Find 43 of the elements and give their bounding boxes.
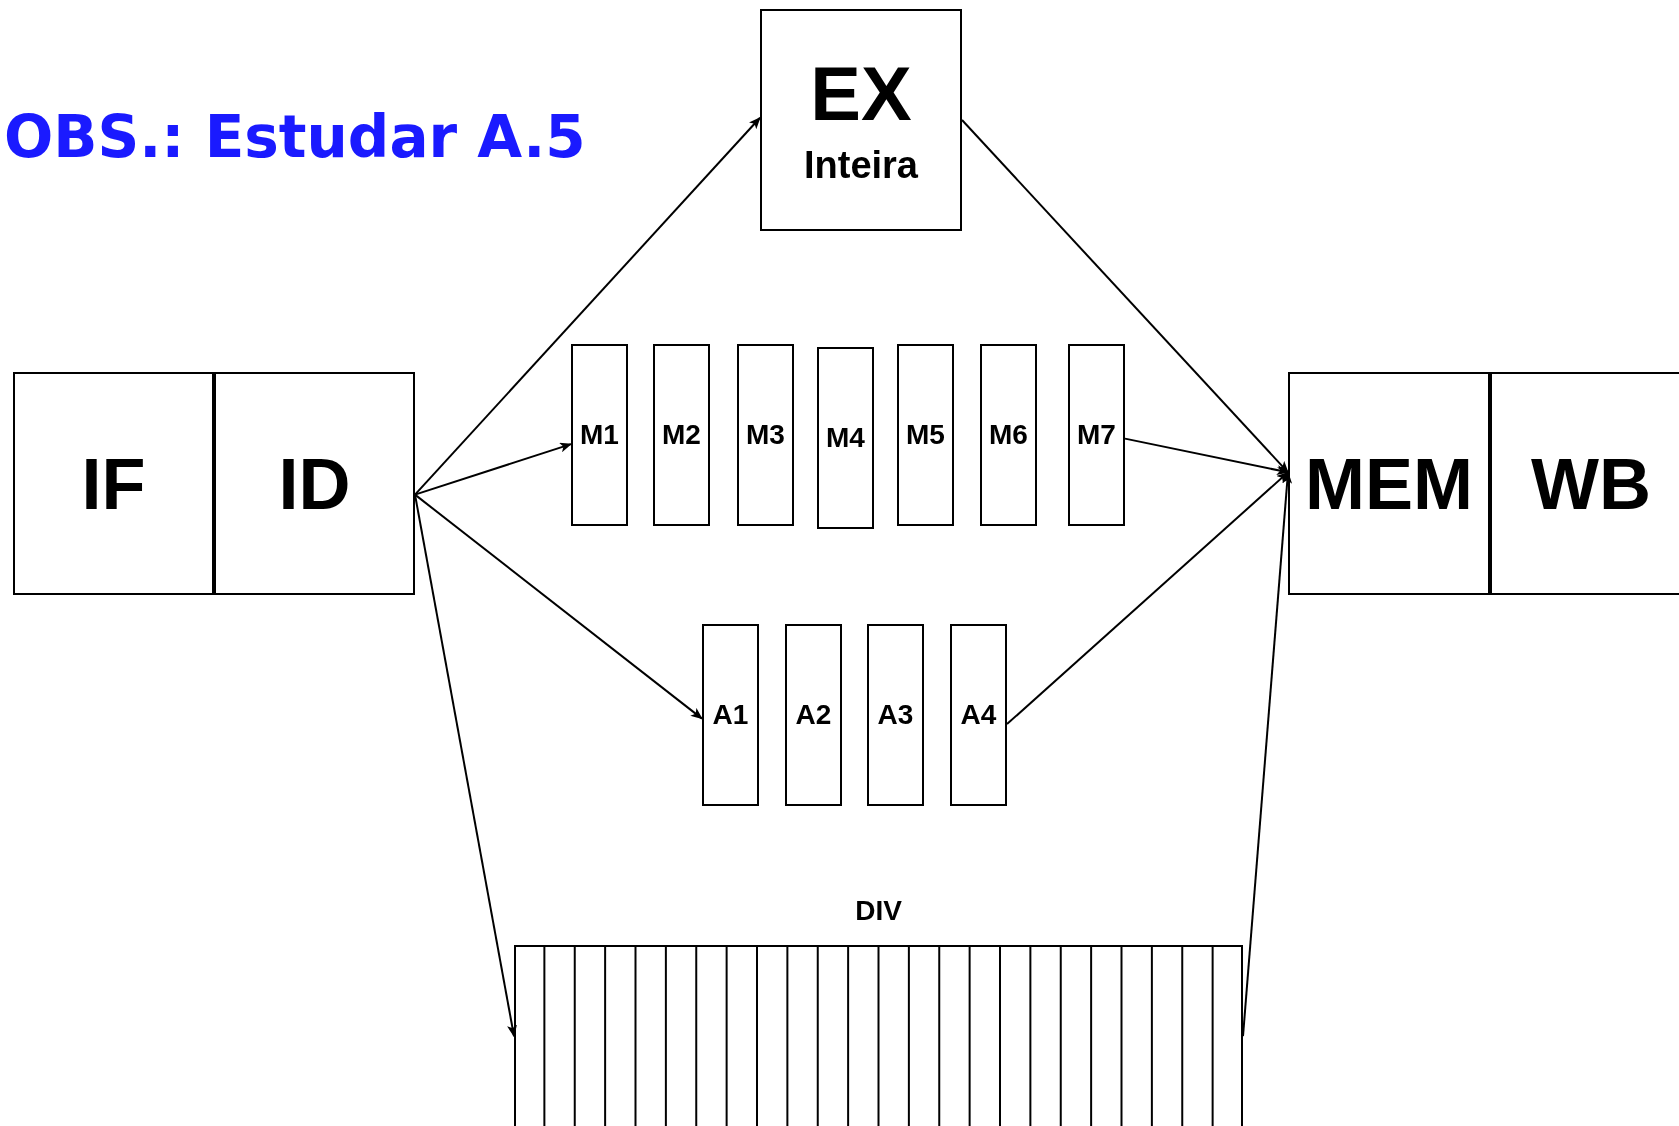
- stage-box: [1490, 372, 1679, 595]
- stage-box: [702, 624, 759, 806]
- unit-label: DIV: [854, 897, 903, 925]
- stage-label: IF: [81, 447, 146, 520]
- stage-sublabel: Inteira: [803, 146, 918, 184]
- stage-box: [1068, 344, 1125, 526]
- stage-box: [980, 344, 1037, 526]
- stage-box: [817, 347, 874, 529]
- stage-label: A4: [960, 701, 997, 729]
- stage-box: [571, 344, 628, 526]
- stage-label: M7: [1077, 421, 1116, 449]
- stage-label: M3: [746, 421, 785, 449]
- arrow: [414, 442, 572, 496]
- stage-label: MEM: [1305, 447, 1473, 520]
- stage-label: M1: [580, 421, 619, 449]
- stage-box: [950, 624, 1007, 806]
- stage-box: [13, 372, 214, 595]
- stage-label: A3: [877, 701, 914, 729]
- arrow: [414, 493, 703, 720]
- stage-box: [1288, 372, 1490, 595]
- note-text: OBS.: Estudar A.5: [4, 108, 586, 166]
- stage-label: A2: [795, 701, 832, 729]
- arrow: [414, 116, 761, 496]
- stage-label: ID: [278, 447, 351, 520]
- arrow: [961, 119, 1289, 474]
- arrow: [1242, 471, 1293, 1038]
- arrow: [1006, 471, 1289, 726]
- stage-box: [760, 9, 962, 231]
- arrow: [1124, 437, 1289, 475]
- stage-label: M4: [826, 424, 865, 452]
- stage-box: [785, 624, 842, 806]
- stage-box: [653, 344, 710, 526]
- arrow: [414, 493, 517, 1038]
- stage-label: M5: [906, 421, 945, 449]
- stage-label: M2: [662, 421, 701, 449]
- stage-label: WB: [1531, 447, 1651, 520]
- stage-label: A1: [712, 701, 749, 729]
- stage-label: M6: [989, 421, 1028, 449]
- stage-box: [737, 344, 794, 526]
- stage-label: EX: [810, 56, 912, 132]
- stage-box: [214, 372, 415, 595]
- stage-box: [867, 624, 924, 806]
- stage-box: [897, 344, 954, 526]
